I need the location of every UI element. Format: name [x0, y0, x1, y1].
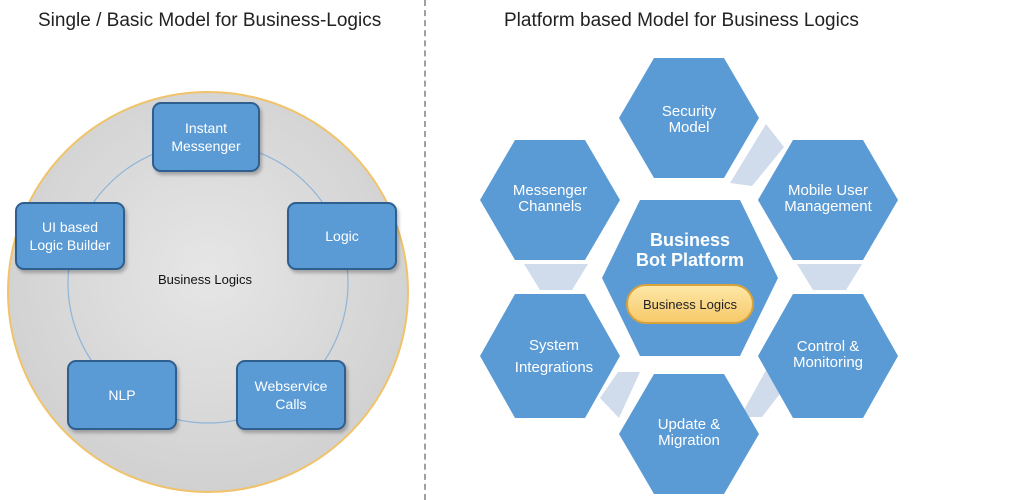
label-security-model: Security Model [661, 103, 717, 136]
label-messenger-channels: Messenger Channels [512, 182, 588, 215]
node-nlp[interactable]: NLP [67, 360, 177, 430]
label-system-integrations: System Integrations [514, 337, 594, 376]
hex-control-monitoring[interactable] [758, 294, 898, 418]
label-mobile-user-management: Mobile User Management [784, 182, 872, 215]
left-model-title: Single / Basic Model for Business-Logics [38, 10, 382, 31]
label-update-migration: Update & Migration [657, 416, 721, 449]
connector-update-system [600, 372, 640, 418]
hex-messenger-channels[interactable] [480, 140, 620, 260]
hex-business-bot-platform[interactable] [602, 200, 778, 356]
connector-mobile-control [797, 264, 862, 290]
label-control-monitoring: Control & Monitoring [792, 338, 864, 371]
connector-system-messenger [524, 264, 588, 290]
hex-security-model[interactable] [619, 58, 759, 178]
right-model-title: Platform based Model for Business Logics [504, 10, 859, 31]
hex-mobile-user-management[interactable] [758, 140, 898, 260]
business-logics-pill[interactable]: Business Logics [626, 284, 754, 324]
hex-system-integrations[interactable] [480, 294, 620, 418]
node-ui-logic-builder[interactable]: UI based Logic Builder [15, 202, 125, 270]
node-logic[interactable]: Logic [287, 202, 397, 270]
label-business-bot-platform: Business Bot Platform [636, 230, 744, 270]
business-logics-label: Business Logics [158, 272, 252, 287]
connector-security-mobile [730, 124, 784, 186]
node-webservice-calls[interactable]: Webservice Calls [236, 360, 346, 430]
section-divider [424, 0, 426, 500]
node-instant-messenger[interactable]: Instant Messenger [152, 102, 260, 172]
hex-update-migration[interactable] [619, 374, 759, 494]
